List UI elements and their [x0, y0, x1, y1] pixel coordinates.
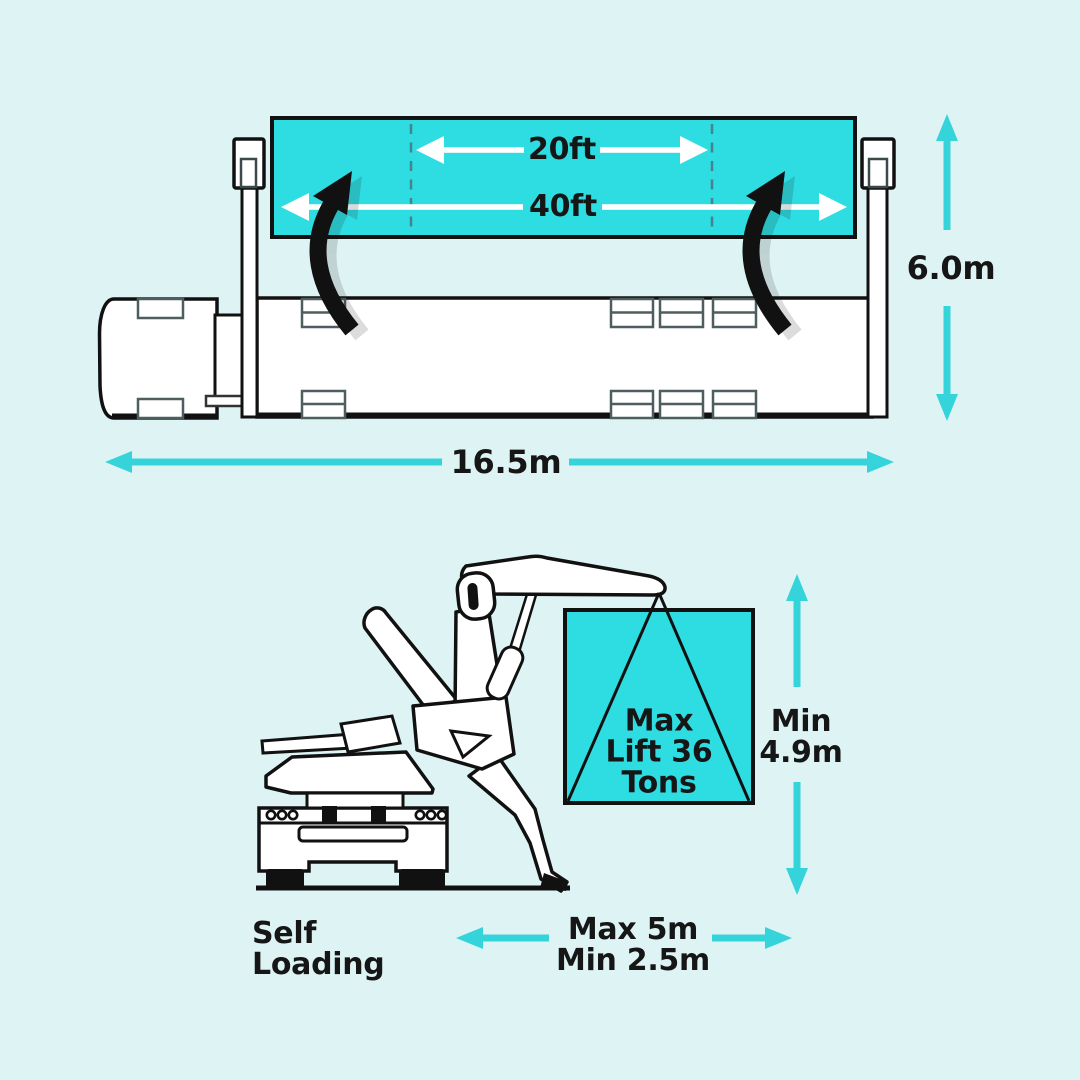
plate-cutout [448, 729, 493, 760]
span-arrow-40ft-icon [281, 193, 847, 221]
dimension-16-5m-icon [105, 451, 894, 473]
curved-lift-arrow-left [309, 171, 369, 341]
crane-post-left [232, 137, 266, 419]
label-20ft: 20ft [528, 132, 596, 167]
stabilizer-ram-barrel [339, 714, 402, 754]
wheel-left [266, 869, 304, 888]
crane-post-right [860, 137, 896, 419]
dimension-reach-icon [456, 927, 792, 949]
bumper-lights [265, 809, 448, 821]
rear-plate-bar [297, 825, 409, 843]
mount-post-right [371, 806, 386, 824]
label-self-loading: Self Loading [252, 916, 385, 982]
mount-post-left [322, 806, 337, 824]
dimension-6m-icon [936, 114, 958, 421]
curved-lift-arrow-right [742, 171, 802, 341]
label-reach: Max 5m Min 2.5m [556, 912, 710, 978]
drawbar [204, 394, 248, 408]
chassis-connector [213, 313, 247, 405]
label-height-6m: 6.0m [906, 249, 996, 287]
boom-pivot-slot [467, 583, 479, 610]
folded-arm [362, 606, 459, 716]
wheel-right [399, 869, 445, 888]
label-40ft: 40ft [529, 189, 597, 224]
dimension-min-4-9m-icon [786, 574, 808, 895]
outrigger-leg [467, 753, 569, 893]
outrigger-foot [540, 873, 568, 891]
container-lifted [563, 592, 755, 805]
label-max-lift: Max Lift 36 Tons [605, 703, 713, 801]
container-top [270, 116, 857, 239]
container-lifted-rect [563, 608, 755, 805]
cab-detail-bottom [136, 397, 185, 420]
crane-body [264, 750, 435, 795]
stabilizer-ram-rod [260, 732, 355, 755]
chassis-platform [305, 791, 405, 810]
label-length-16-5m: 16.5m [450, 443, 562, 481]
boom-cylinder-barrel [485, 645, 525, 701]
span-arrow-20ft-icon [416, 136, 708, 164]
crane-truck-rear-view [256, 554, 667, 893]
cab-detail-top [136, 297, 185, 320]
sling-lines [566, 592, 751, 802]
label-min-height: Min 4.9m [759, 704, 843, 770]
